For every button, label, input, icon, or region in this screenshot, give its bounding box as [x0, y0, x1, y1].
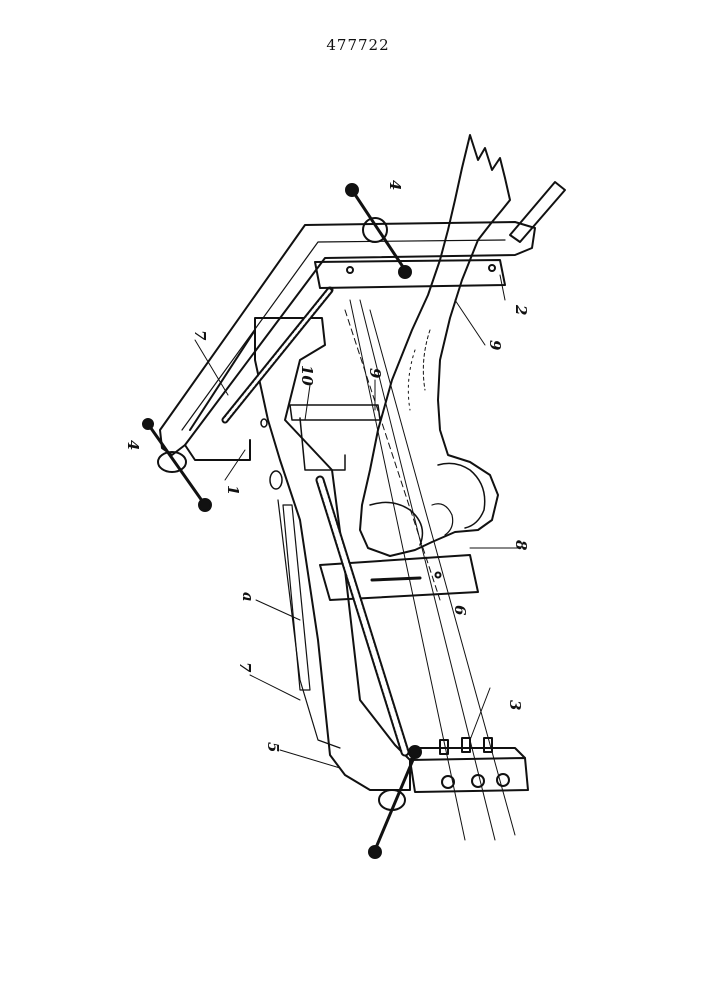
pin-top [510, 182, 565, 242]
label-3: 3 [506, 700, 524, 710]
knob-upper [346, 184, 411, 278]
guide-bar [290, 405, 380, 470]
label-5: 5 [264, 742, 282, 752]
knob-left [143, 419, 211, 511]
label-7-lower: 7 [236, 662, 254, 673]
label-a: a [239, 592, 257, 602]
label-10: 10 [298, 365, 316, 386]
label-7-upper: 7 [191, 330, 209, 341]
pin-plate [410, 738, 528, 792]
label-1: 1 [224, 485, 242, 495]
label-8: 8 [512, 540, 530, 551]
label-2: 2 [512, 304, 530, 315]
knob-lower [369, 746, 421, 858]
label-9-right: 9 [486, 340, 504, 351]
label-4-upper: 4 [386, 180, 404, 190]
screw-rod-lower [320, 480, 405, 752]
label-4-left: 4 [124, 440, 142, 450]
upper-frame [160, 222, 535, 460]
screw-rod-upper [225, 290, 330, 420]
label-6: 6 [451, 605, 469, 616]
label-9-mid: 9 [366, 368, 384, 379]
